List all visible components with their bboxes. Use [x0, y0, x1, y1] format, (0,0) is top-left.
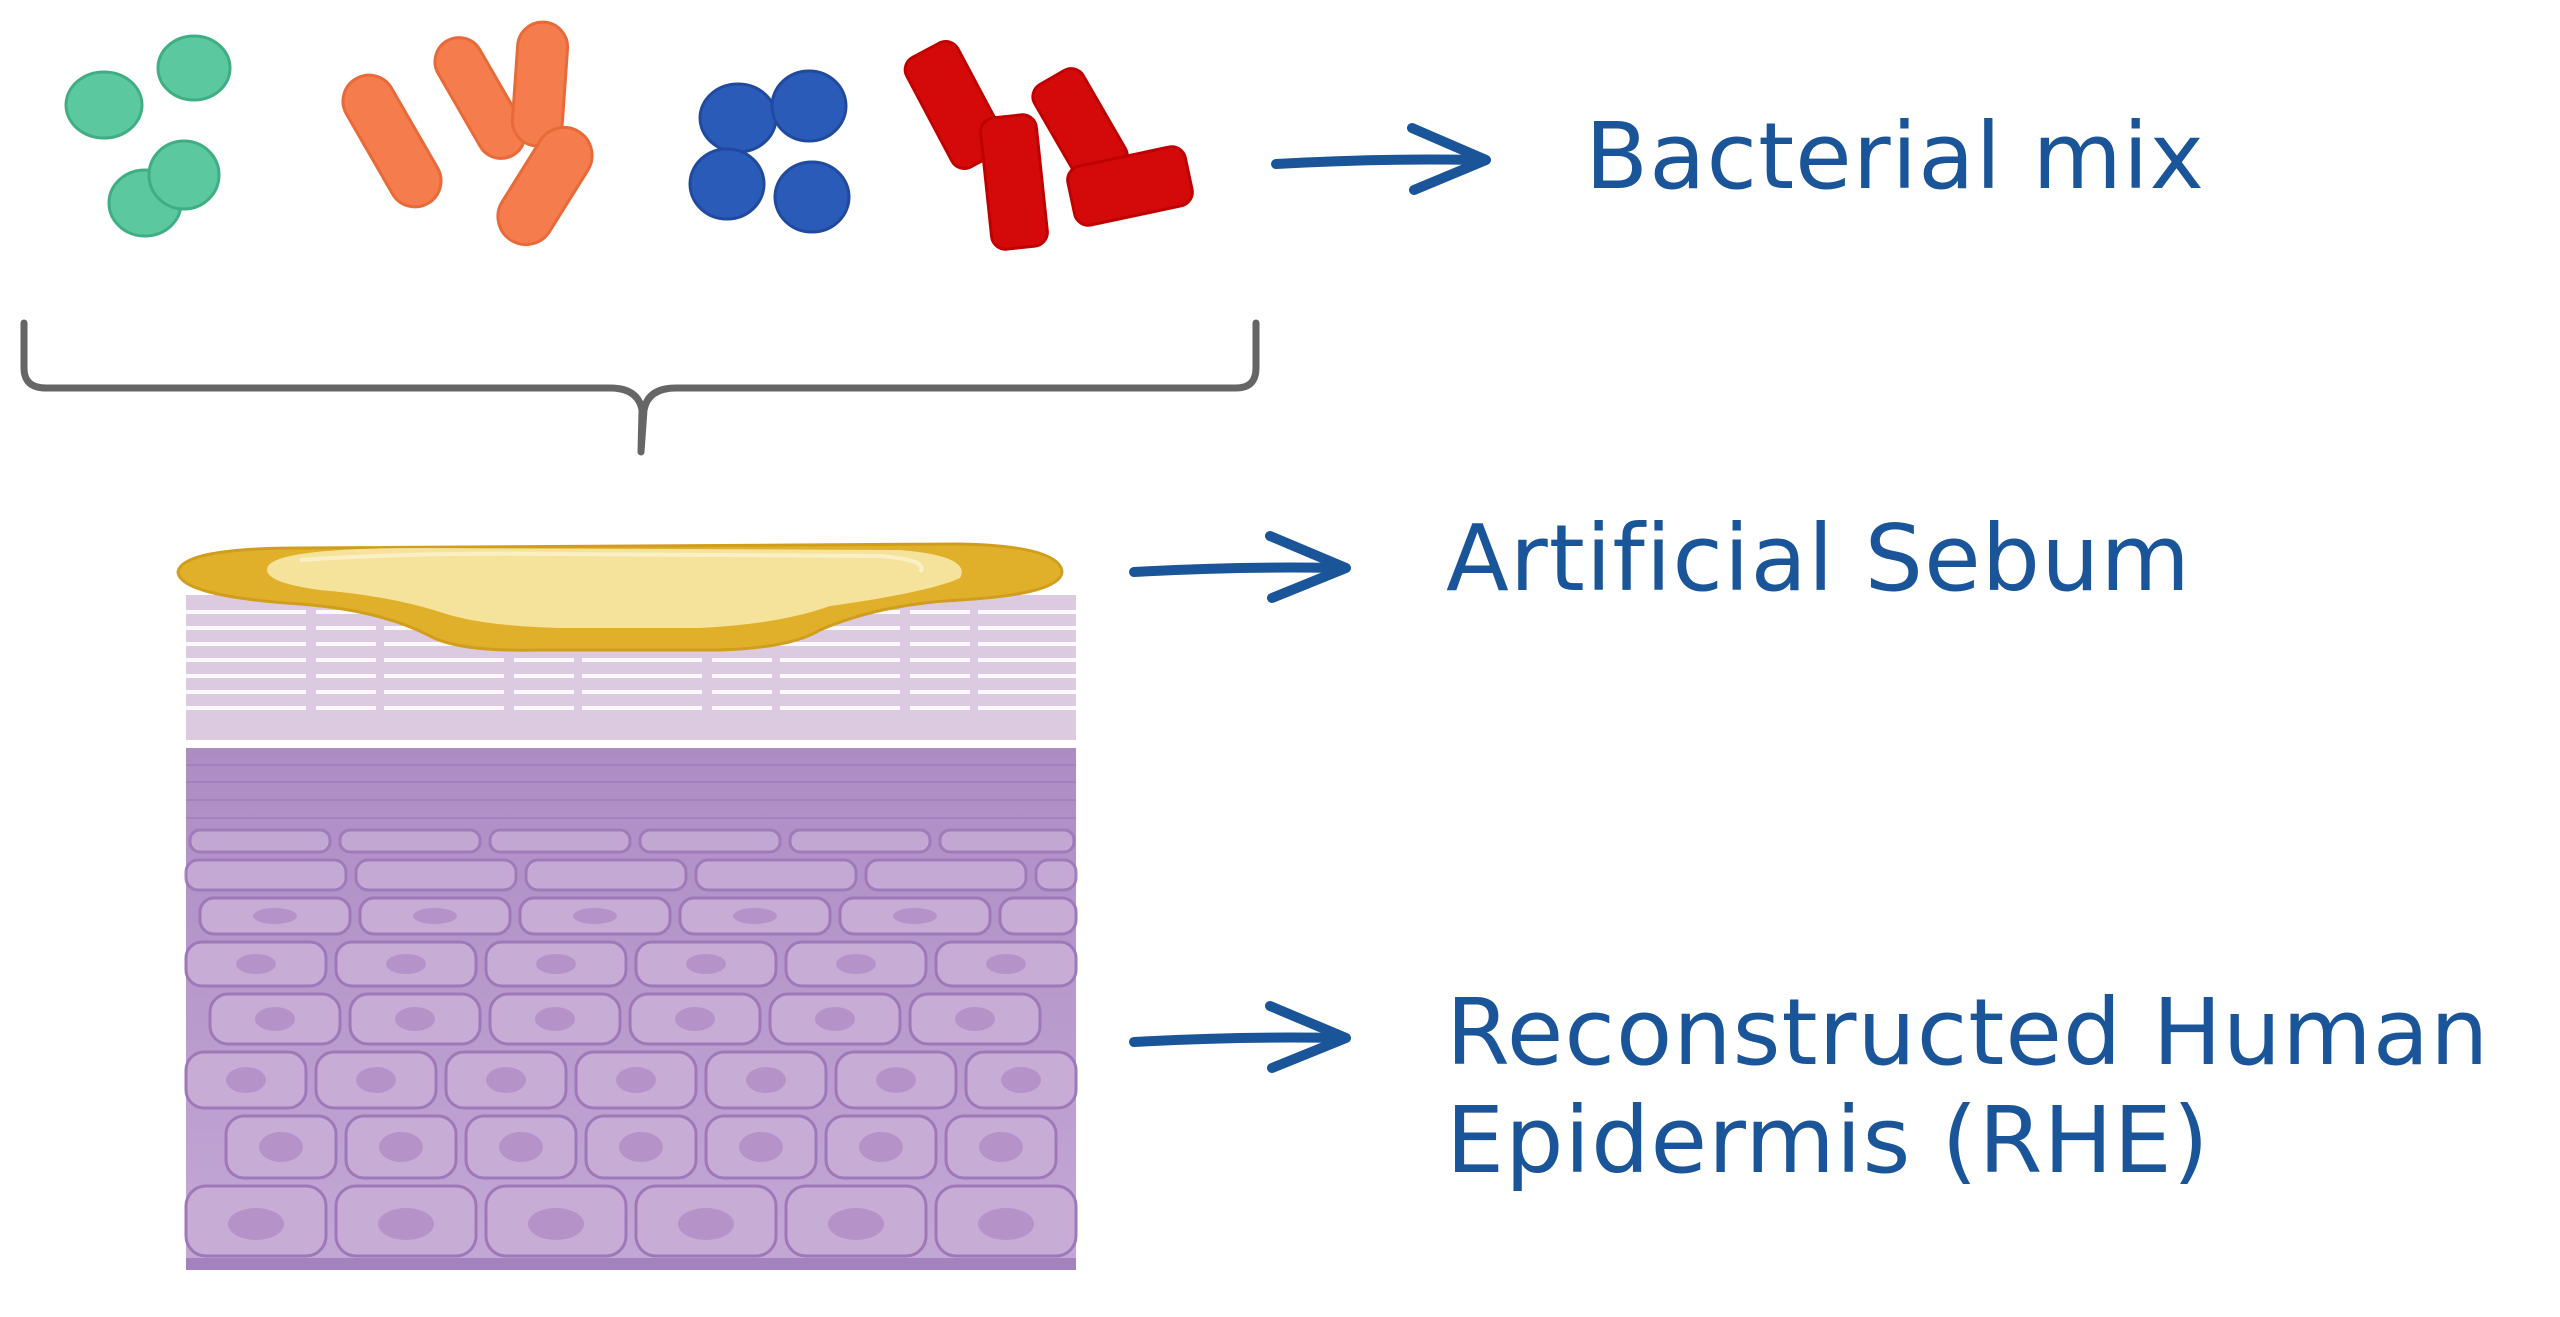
arrow-rhe-icon	[1129, 1001, 1351, 1073]
label-bacterial-mix: Bacterial mix	[1585, 103, 2205, 210]
bacteria-group	[64, 20, 1194, 251]
label-artificial-sebum: Artificial Sebum	[1446, 505, 2191, 612]
orange-rods-icon	[341, 20, 594, 247]
label-rhe-line2: Epidermis (RHE)	[1446, 1087, 2210, 1194]
green-cocci-icon	[64, 34, 232, 238]
red-branched-icon	[903, 40, 1194, 251]
skin-model	[176, 542, 1078, 1270]
label-rhe: Reconstructed Human Epidermis (RHE)	[1446, 979, 2489, 1195]
curly-brace-icon	[20, 319, 1260, 456]
arrow-bacteria-icon	[1271, 123, 1491, 195]
epidermis-block	[184, 748, 1078, 1270]
sebum-layer	[176, 542, 1064, 652]
label-rhe-line1: Reconstructed Human	[1446, 979, 2490, 1086]
blue-cocci-icon	[688, 69, 851, 234]
arrow-sebum-icon	[1129, 531, 1351, 603]
